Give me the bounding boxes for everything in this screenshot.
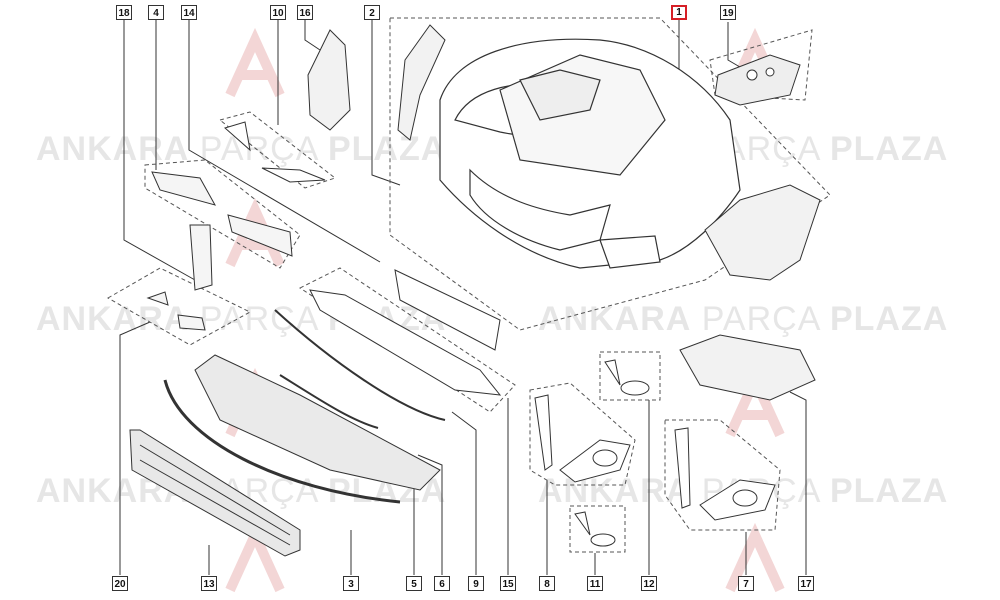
moulding-strip-part-9[interactable] (274, 309, 446, 429)
callout-18[interactable]: 18 (116, 5, 132, 20)
callout-12[interactable]: 12 (641, 576, 657, 591)
bracket-part-18[interactable] (189, 224, 213, 291)
group-outline-part-11 (569, 505, 626, 553)
fog-lamp-surround-part-7[interactable] (674, 427, 776, 521)
grille-part-13[interactable] (129, 429, 301, 557)
clips-part-20[interactable] (146, 291, 206, 331)
callout-15[interactable]: 15 (500, 576, 516, 591)
group-outline-part-12 (599, 351, 661, 401)
group-outline-part-10 (218, 111, 337, 189)
group-outline-part-4 (144, 159, 301, 269)
group-outline-bumper-assembly (389, 17, 831, 331)
grille-frame-part-15[interactable] (309, 269, 502, 396)
callout-19[interactable]: 19 (720, 5, 736, 20)
bracket-part-2[interactable] (397, 24, 446, 141)
callout-6[interactable]: 6 (434, 576, 450, 591)
callout-5[interactable]: 5 (406, 576, 422, 591)
fog-lamp-cover-part-12[interactable] (604, 359, 650, 396)
front-bumper-part-1[interactable] (439, 38, 741, 269)
callout-14[interactable]: 14 (181, 5, 197, 20)
group-outline-part-19 (709, 29, 813, 101)
callout-3[interactable]: 3 (343, 576, 359, 591)
bracket-part-16[interactable] (307, 29, 351, 131)
callout-13[interactable]: 13 (201, 576, 217, 591)
leader-lines (119, 20, 807, 575)
callout-16[interactable]: 16 (297, 5, 313, 20)
fog-lamp-cover-part-11[interactable] (574, 511, 616, 547)
callout-1-highlighted[interactable]: 1 (671, 5, 687, 20)
callout-20[interactable]: 20 (112, 576, 128, 591)
fog-lamp-surround-part-8[interactable] (534, 394, 631, 483)
callout-2[interactable]: 2 (364, 5, 380, 20)
callout-9[interactable]: 9 (468, 576, 484, 591)
callout-11[interactable]: 11 (587, 576, 603, 591)
trim-part-10[interactable] (223, 121, 326, 183)
strip-part-4[interactable] (151, 171, 293, 257)
group-outline-part-20 (106, 267, 252, 346)
callout-17[interactable]: 17 (798, 576, 814, 591)
underbody-shield-part-6[interactable] (194, 354, 441, 491)
callout-7[interactable]: 7 (738, 576, 754, 591)
callout-10[interactable]: 10 (270, 5, 286, 20)
fastener-kit-part-19[interactable] (714, 54, 801, 106)
callout-4[interactable]: 4 (148, 5, 164, 20)
trim-strip-part-3[interactable] (163, 379, 401, 504)
side-bracket-part-17[interactable] (679, 184, 821, 401)
callout-8[interactable]: 8 (539, 576, 555, 591)
